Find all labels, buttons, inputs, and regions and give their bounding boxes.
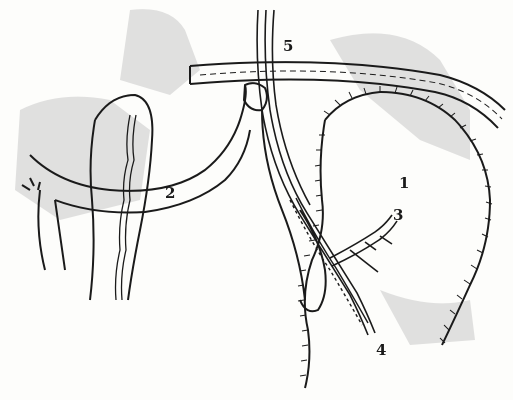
label-intestinal-loop: 2 (165, 186, 175, 201)
label-diaphragm: 5 (283, 39, 293, 54)
branch-tube (330, 215, 397, 272)
esophagus-junction (244, 83, 326, 311)
label-catheter: 4 (376, 343, 386, 358)
label-stomach: 1 (399, 176, 409, 191)
label-branch-tube: 3 (393, 208, 403, 223)
